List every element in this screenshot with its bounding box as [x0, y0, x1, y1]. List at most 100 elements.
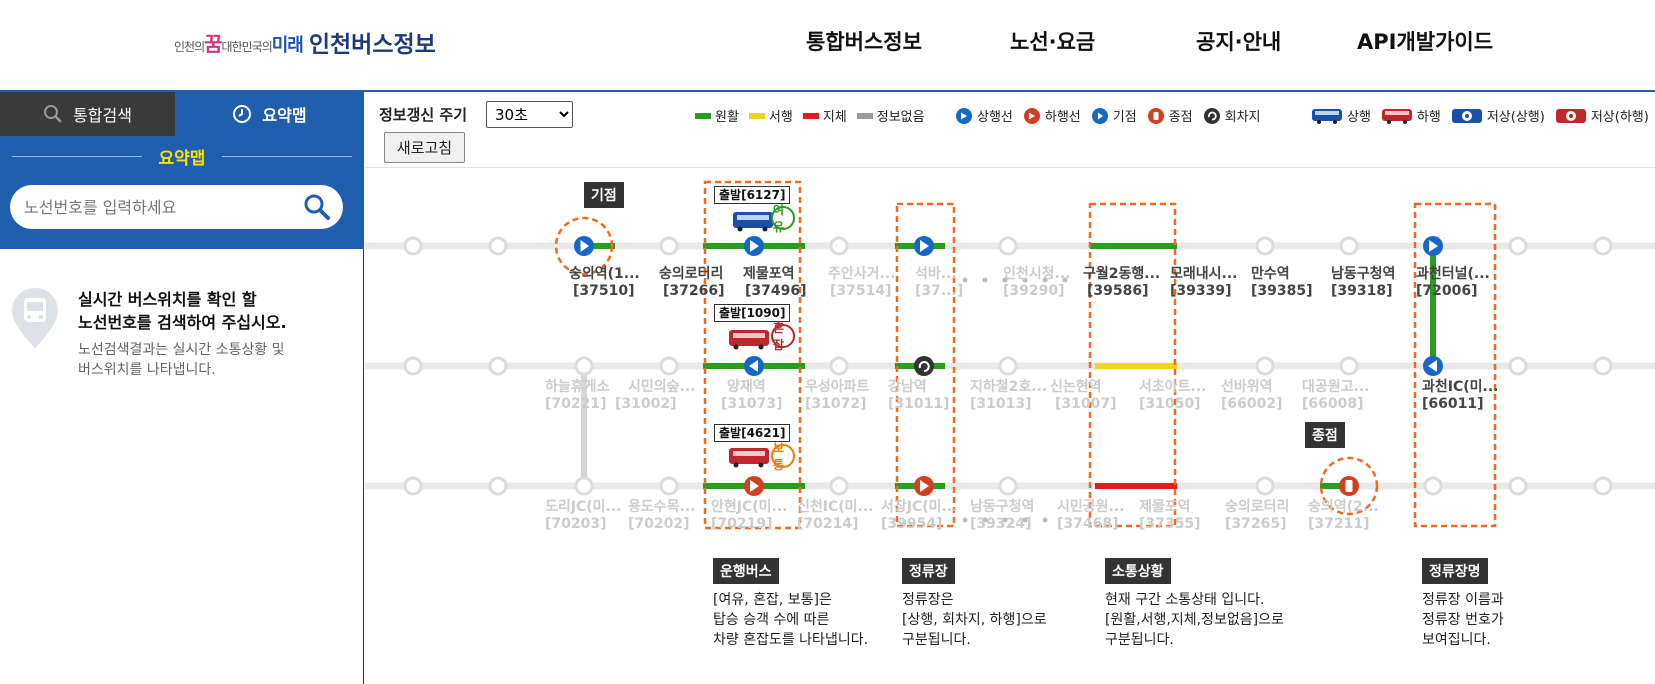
legend-jam-label: 지체 [822, 110, 847, 125]
stop-name[interactable]: 신천IC(미... [797, 499, 874, 515]
stop-name[interactable]: 숭의역(1... [569, 266, 640, 282]
sidebar-sub-line: 노선검색결과는 실시간 소통상황 및 [78, 342, 285, 358]
stop-name[interactable]: 제물포역 [1139, 499, 1191, 515]
stop-name[interactable]: 숭의로터리 [659, 266, 724, 282]
stop-id: [37496] [745, 283, 807, 299]
up-line-stop-icon[interactable] [914, 236, 934, 256]
bus-down-icon[interactable] [729, 448, 769, 468]
stop-name[interactable]: 숭의역(2... [1308, 499, 1379, 515]
up-line-stop-icon[interactable] [744, 356, 764, 376]
nav-notice[interactable]: 공지·안내 [1196, 30, 1282, 54]
sidebar-message-line: 실시간 버스위치를 확인 할 [78, 290, 257, 309]
stop-name[interactable]: 과천터널(... [1416, 266, 1490, 282]
legend-end-label: 종점 [1168, 110, 1193, 125]
logo-tagline: 인천의꿈대한민국의미래 [174, 28, 304, 57]
clock-icon [233, 105, 252, 123]
legend-traffic: 원활 서행 지체 정보없음 [695, 106, 925, 125]
logo-title: 인천버스정보 [308, 32, 436, 58]
stop-name[interactable]: 석바... [915, 266, 957, 282]
stop-name[interactable]: 남동구청역 [1331, 266, 1396, 282]
route-search-input[interactable] [24, 192, 294, 222]
tab-summary-map[interactable]: 요약맵 [175, 92, 364, 136]
stop-name[interactable]: 남동구청역 [970, 499, 1035, 515]
end-point-icon[interactable] [1339, 476, 1359, 496]
low-floor-up-icon [1451, 108, 1482, 123]
desc-line: [여유, 혼잡, 보통]은 [713, 592, 832, 608]
stop-name[interactable]: 인천시청... [1003, 266, 1071, 282]
search-button-icon[interactable] [303, 193, 331, 221]
turnaround-icon[interactable] [914, 356, 934, 376]
logo-tagline-part: 대한민국의 [221, 39, 273, 54]
stop-name[interactable]: 제물포역 [743, 266, 795, 282]
skip-dots [962, 277, 1068, 523]
stop-id: [37265] [1225, 516, 1287, 532]
stop-tag-callout: 정류장 [902, 558, 955, 584]
stop-id: [66002] [1221, 396, 1283, 412]
bus-departure-tag[interactable]: 출발[1090] [714, 304, 791, 322]
legend-stops: 상행선 하행선 기점 종점 회차지 [955, 106, 1261, 125]
desc-line: 차량 혼잡도를 나타냅니다. [713, 632, 869, 648]
crowd-level-badge: 혼잡 [771, 321, 795, 352]
stop-name[interactable]: 대공원고... [1302, 379, 1370, 395]
stop-name[interactable]: 우성아파트 [805, 379, 870, 395]
sidebar: 통합검색 요약맵 요약맵 실시간 버스위치를 확인 할 노선번호를 검색하여 주… [0, 92, 364, 684]
bus-location-pin-icon [12, 288, 58, 348]
stop-id: [66011] [1422, 396, 1484, 412]
nav-route-fare[interactable]: 노선·요금 [1010, 30, 1096, 54]
bus-departure-tag[interactable]: 출발[4621] [714, 424, 791, 442]
down-line-stop-icon[interactable] [914, 476, 934, 496]
highlight-end-circle [1319, 456, 1379, 516]
bus-up-icon[interactable] [733, 212, 773, 232]
crowd-level-badge: 보통 [771, 441, 795, 472]
bus-up-icon [1312, 108, 1342, 124]
bus-down-icon[interactable] [729, 330, 769, 350]
stop-name[interactable]: 지하철2호... [970, 379, 1048, 395]
end-tag: 종점 [1305, 422, 1345, 448]
tab-integrated-search[interactable]: 통합검색 [0, 92, 175, 136]
stop-id: [70221] [545, 396, 607, 412]
stop-id: [37...] [915, 283, 964, 299]
nav-api-guide[interactable]: API개발가이드 [1357, 30, 1494, 54]
stop-name[interactable]: 구월2동행... [1083, 266, 1161, 282]
start-point-icon[interactable] [574, 236, 594, 256]
stop-name[interactable]: 시민의숲... [628, 379, 696, 395]
stop-name[interactable]: 하늘휴게소 [545, 379, 610, 395]
desc-line: 정류장 번호가 [1422, 612, 1504, 628]
stop-name[interactable]: 시민공원... [1057, 499, 1125, 515]
stop-name[interactable]: 과천IC(미... [1422, 379, 1499, 395]
bus-departure-tag[interactable]: 출발[6127] [714, 186, 791, 204]
start-tag: 기점 [584, 182, 624, 208]
site-logo[interactable]: 인천의꿈대한민국의미래 인천버스정보 [174, 22, 436, 62]
logo-tagline-kkum: 꿈 [204, 31, 222, 56]
refresh-interval-select[interactable]: 30초 [486, 101, 573, 128]
stop-name[interactable]: 신논현역 [1050, 379, 1102, 395]
legend-slow-label: 서행 [768, 110, 793, 125]
stop-id: [70219] [711, 516, 773, 532]
highlight-start-circle [554, 216, 614, 276]
nav-integrated-bus-info[interactable]: 통합버스정보 [806, 30, 922, 54]
legend-turn-label: 회차지 [1224, 110, 1261, 125]
stop-name[interactable]: 주안사거... [828, 266, 896, 282]
stop-name[interactable]: 용도수목... [628, 499, 696, 515]
stop-name[interactable]: 안현JC(미... [711, 499, 788, 515]
legend-bus-up-label: 상행 [1347, 110, 1371, 125]
stop-name[interactable]: 모래내시... [1170, 266, 1238, 282]
up-line-stop-icon[interactable] [1423, 236, 1443, 256]
desc-line: 정류장 이름과 [1422, 592, 1504, 608]
refresh-button[interactable]: 새로고침 [384, 132, 465, 163]
stop-name[interactable]: 강남역 [888, 379, 927, 395]
up-line-stop-icon[interactable] [1423, 356, 1443, 376]
summary-map-area: 정보갱신 주기 30초 새로고침 원활 서행 지체 정보없음 상행선 하행선 기… [365, 92, 1655, 684]
stop-name[interactable]: 숭의로터리 [1225, 499, 1290, 515]
legend-slow-swatch [748, 112, 765, 119]
desc-line: [상행, 회차지, 하행]으로 [902, 612, 1047, 628]
stop-name[interactable]: 선바위역 [1221, 379, 1273, 395]
stop-name[interactable]: 양재역 [727, 379, 766, 395]
stop-name[interactable]: 만수역 [1251, 266, 1290, 282]
stop-name[interactable]: 서초아트... [1139, 379, 1207, 395]
stop-name[interactable]: 도리JC(미... [545, 499, 622, 515]
down-line-stop-icon[interactable] [744, 476, 764, 496]
stop-name[interactable]: 서창JC(미... [881, 499, 958, 515]
legend-noinfo-label: 정보없음 [876, 110, 925, 125]
up-line-stop-icon[interactable] [744, 236, 764, 256]
